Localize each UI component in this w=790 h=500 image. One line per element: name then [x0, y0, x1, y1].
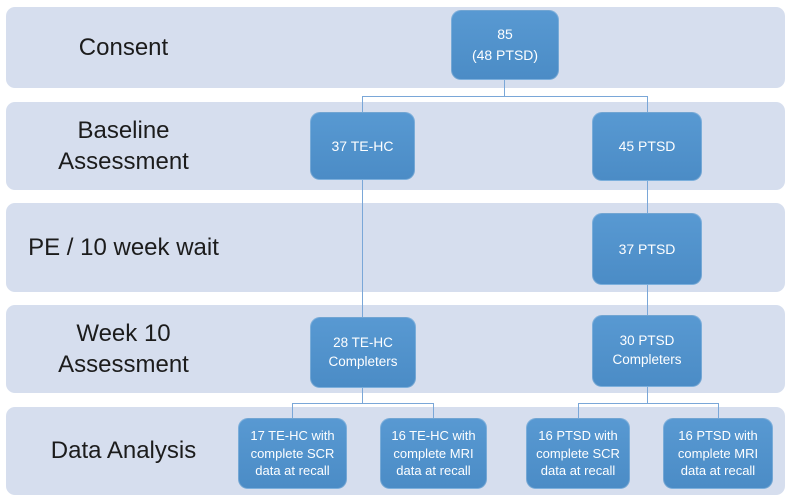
- stage-band-consent: [6, 7, 785, 88]
- connector-week10-ptsd-stub: [647, 387, 648, 404]
- stage-label-week10: Week 10 Assessment: [58, 319, 189, 378]
- node-pe-ptsd: 37 PTSD: [592, 213, 702, 285]
- node-analysis-tehc-scr: 17 TE-HC with complete SCR data at recal…: [238, 418, 347, 489]
- connector-tehc-to-scr: [292, 403, 293, 419]
- stage-label-analysis: Data Analysis: [50, 437, 197, 465]
- stage-label-baseline: Baseline Assessment: [58, 116, 189, 175]
- node-baseline-tehc: 37 TE-HC: [310, 112, 415, 180]
- connector-pe-to-week10: [647, 285, 648, 316]
- connector-consent-split: [362, 96, 648, 97]
- connector-ptsd-to-scr: [578, 403, 579, 419]
- connector-week10-tehc-stub: [362, 388, 363, 404]
- node-analysis-tehc-mri: 16 TE-HC with complete MRI data at recal…: [380, 418, 487, 489]
- connector-ptsd-analysis-split: [578, 403, 719, 404]
- node-week10-tehc: 28 TE-HC Completers: [310, 317, 416, 388]
- connector-consent-to-tehc: [362, 96, 363, 113]
- connector-ptsd-to-mri: [718, 403, 719, 419]
- node-week10-ptsd: 30 PTSD Completers: [592, 315, 702, 387]
- connector-tehc-to-mri: [433, 403, 434, 419]
- node-baseline-ptsd: 45 PTSD: [592, 112, 702, 181]
- connector-consent-to-ptsd: [647, 96, 648, 113]
- stage-label-pe: PE / 10 week wait: [28, 233, 219, 261]
- stage-label-consent: Consent: [78, 33, 169, 61]
- node-analysis-ptsd-mri: 16 PTSD with complete MRI data at recall: [663, 418, 773, 489]
- connector-tehc-passthrough: [362, 180, 363, 318]
- connector-tehc-analysis-split: [292, 403, 434, 404]
- node-analysis-ptsd-scr: 16 PTSD with complete SCR data at recall: [526, 418, 630, 489]
- connector-ptsd-to-pe: [647, 181, 648, 214]
- node-consent-total: 85 (48 PTSD): [451, 10, 559, 80]
- connector-consent-stub: [504, 80, 505, 97]
